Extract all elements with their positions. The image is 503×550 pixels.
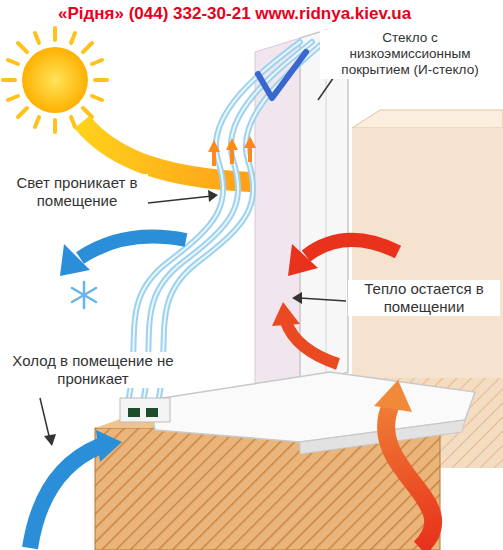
heat-label: Тепло остается в помещении bbox=[348, 280, 500, 316]
glass-spacer bbox=[120, 398, 170, 422]
cold-arrow-bottom bbox=[30, 446, 100, 548]
snowflake bbox=[72, 282, 96, 308]
window-frame bbox=[300, 30, 348, 382]
cold-arrow-out-head bbox=[60, 244, 90, 276]
wall-face bbox=[352, 128, 503, 378]
sun bbox=[3, 28, 107, 132]
heat-arrow-mid bbox=[286, 322, 338, 364]
heat-arrow-mid-head bbox=[272, 302, 300, 326]
glass-layers bbox=[128, 42, 324, 402]
light-small-arrows bbox=[208, 136, 256, 166]
heat-arrow-bottom bbox=[386, 402, 433, 548]
heat-arrow-bottom-head bbox=[374, 380, 412, 412]
cold-label: Холод в помещение не проникает bbox=[4, 352, 182, 388]
cold-arrow-out bbox=[80, 237, 186, 258]
header-banner: «Рідня» (044) 332-30-21 www.ridnya.kiev.… bbox=[56, 4, 413, 24]
check-mark bbox=[258, 52, 306, 98]
heat-arrow-top-head bbox=[288, 244, 318, 276]
light-label: Свет проникает в помещение bbox=[6, 174, 148, 210]
glass-label: Стекло с низкоэмиссионным покрытием (И-с… bbox=[320, 30, 500, 79]
wall-top bbox=[352, 110, 503, 128]
cold-arrow-bottom-head bbox=[96, 430, 122, 462]
heat-arrow-top bbox=[306, 240, 398, 256]
